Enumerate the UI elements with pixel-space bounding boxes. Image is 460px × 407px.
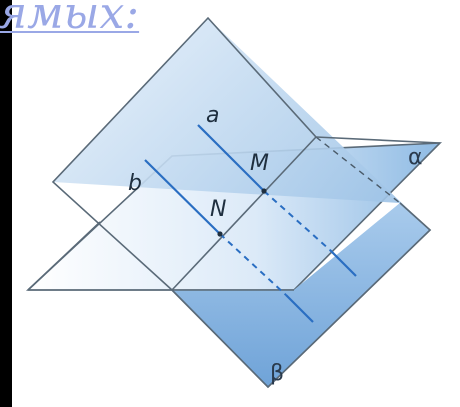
intersection-line [171, 136, 317, 291]
point-N [217, 231, 223, 237]
line-a-hidden [263, 190, 331, 251]
label-point-N: N [210, 197, 226, 222]
plane-beta-outline [51, 16, 317, 291]
label-line-b: b [128, 171, 142, 196]
plane-beta-lower [172, 203, 430, 387]
heading-text: ямых: [0, 0, 140, 39]
label-line-a: a [206, 103, 219, 128]
alpha-back-edge [315, 136, 441, 144]
label-plane-alpha: α [408, 145, 423, 170]
plane-beta-lower-border [171, 202, 432, 389]
line-b-hidden [219, 233, 287, 296]
line-b [144, 159, 221, 235]
alpha-back-edge-hidden [315, 136, 401, 204]
label-point-M: M [250, 151, 269, 176]
line-a-lower [329, 249, 357, 277]
plane-alpha-left-edge [27, 221, 101, 291]
line-b-lower [285, 294, 314, 323]
line-a [197, 124, 265, 192]
label-plane-beta: β [270, 361, 284, 386]
point-M [261, 188, 267, 194]
left-black-bar [0, 0, 12, 407]
